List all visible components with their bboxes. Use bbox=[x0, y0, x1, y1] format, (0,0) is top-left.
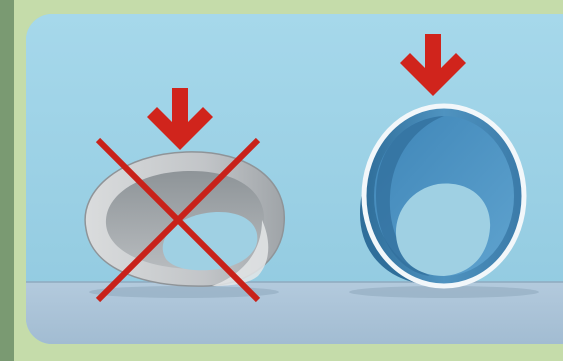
illustration-canvas bbox=[26, 14, 563, 344]
illustration-panel bbox=[26, 14, 563, 344]
left-accent-bar bbox=[0, 0, 14, 361]
